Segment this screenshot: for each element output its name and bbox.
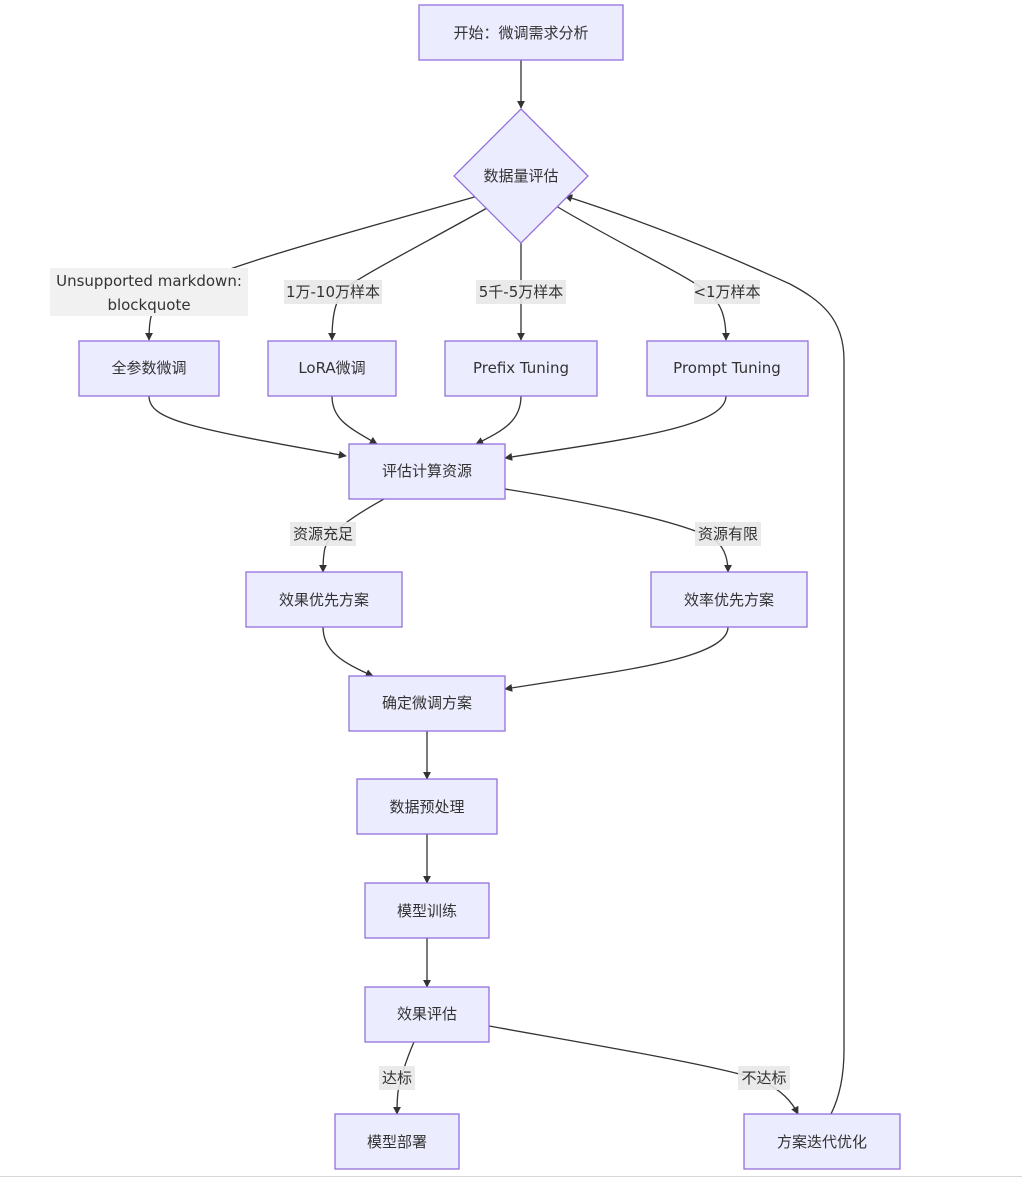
- bottom-divider: [0, 1176, 1022, 1177]
- node-prefix-label: Prefix Tuning: [473, 359, 569, 377]
- node-iterate: 方案迭代优化: [743, 1113, 901, 1170]
- node-compute-label: 评估计算资源: [382, 462, 472, 480]
- edge-label-10k-100k-text: 1万-10万样本: [286, 283, 380, 301]
- edge-label-unsupported-line2: blockquote: [107, 296, 190, 314]
- edge-label-unsupported-markdown: Unsupported markdown: blockquote: [50, 268, 248, 316]
- edge-label-resources-limited-text: 资源有限: [698, 525, 758, 543]
- node-lora: LoRA微调: [267, 340, 397, 397]
- node-evaluate-label: 效果评估: [397, 1005, 457, 1023]
- node-start-label: 开始：微调需求分析: [453, 24, 588, 42]
- node-efficiency-plan-label: 效率优先方案: [684, 591, 774, 609]
- edge-label-lt-10k: <1万样本: [693, 280, 761, 304]
- edge-compute-to-quality-plan: [319, 498, 385, 573]
- node-data-eval-label: 数据量评估: [483, 167, 558, 185]
- edge-label-resources-enough-text: 资源充足: [293, 525, 353, 543]
- edge-prompt-to-compute: [504, 395, 727, 461]
- node-prompt: Prompt Tuning: [646, 340, 809, 397]
- node-full-ft-label: 全参数微调: [111, 359, 186, 377]
- nodes: 开始：微调需求分析 数据量评估 全参数微调 LoRA微调 Prefix Tuni…: [78, 4, 901, 1170]
- node-quality-plan-label: 效果优先方案: [279, 591, 369, 609]
- edge-evaluate-to-deploy: [393, 1041, 415, 1115]
- edge-label-resources-enough: 资源充足: [290, 522, 356, 546]
- edge-label-pass: 达标: [379, 1066, 415, 1090]
- node-lora-label: LoRA微调: [298, 359, 365, 377]
- edge-compute-to-efficiency-plan: [504, 488, 732, 573]
- node-preprocess-label: 数据预处理: [389, 798, 464, 816]
- edge-label-pass-text: 达标: [382, 1069, 412, 1087]
- edge-quality-plan-to-decide: [322, 626, 374, 677]
- edge-data-eval-to-lora: [328, 207, 488, 341]
- node-decide-label: 确定微调方案: [382, 694, 472, 712]
- edge-full-ft-to-compute: [148, 395, 347, 459]
- edge-label-lt-10k-text: <1万样本: [693, 283, 760, 301]
- node-full-ft: 全参数微调: [78, 340, 220, 397]
- edge-label-unsupported-line1: Unsupported markdown:: [56, 272, 242, 290]
- edge-efficiency-plan-to-decide: [504, 626, 729, 692]
- node-efficiency-plan: 效率优先方案: [650, 571, 808, 628]
- edge-data-eval-to-prompt: [555, 205, 730, 341]
- edge-label-5k-50k-text: 5千-5万样本: [479, 283, 564, 301]
- node-deploy: 模型部署: [334, 1113, 460, 1170]
- edge-label-resources-limited: 资源有限: [695, 522, 761, 546]
- node-compute: 评估计算资源: [348, 443, 506, 500]
- node-quality-plan: 效果优先方案: [245, 571, 403, 628]
- node-preprocess: 数据预处理: [356, 778, 498, 835]
- node-prefix: Prefix Tuning: [444, 340, 598, 397]
- node-evaluate: 效果评估: [364, 986, 490, 1043]
- node-train-label: 模型训练: [397, 902, 457, 920]
- node-deploy-label: 模型部署: [367, 1133, 427, 1151]
- node-decide: 确定微调方案: [348, 675, 506, 732]
- edge-label-fail: 不达标: [738, 1066, 790, 1090]
- node-prompt-label: Prompt Tuning: [673, 359, 781, 377]
- edge-labels: Unsupported markdown: blockquote 1万-10万样…: [50, 268, 790, 1090]
- edge-evaluate-to-iterate: [488, 1025, 799, 1115]
- node-data-eval-decision: 数据量评估: [453, 108, 589, 244]
- edge-prefix-to-compute: [475, 395, 522, 445]
- edges: [145, 60, 845, 1115]
- edge-label-10k-100k: 1万-10万样本: [284, 280, 382, 304]
- edge-label-5k-50k: 5千-5万样本: [476, 280, 566, 304]
- node-start: 开始：微调需求分析: [418, 4, 624, 61]
- edge-iterate-to-data-eval: [564, 194, 845, 1115]
- edge-label-fail-text: 不达标: [741, 1069, 786, 1087]
- node-iterate-label: 方案迭代优化: [777, 1133, 867, 1151]
- node-train: 模型训练: [364, 882, 490, 939]
- edge-lora-to-compute: [331, 395, 378, 445]
